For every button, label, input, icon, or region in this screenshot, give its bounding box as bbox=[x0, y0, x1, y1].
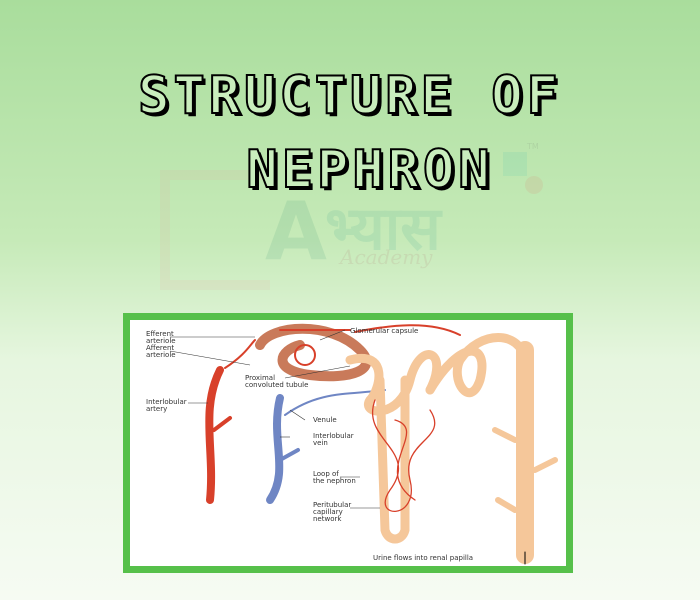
watermark-tm: TM bbox=[527, 142, 539, 151]
label-efferent-1: Efferent bbox=[146, 330, 174, 338]
label-urine: Urine flows into renal papilla bbox=[373, 554, 473, 562]
label-vein-1: Interlobular bbox=[313, 432, 354, 440]
label-efferent-2: arteriole bbox=[146, 337, 176, 345]
loop-of-nephron bbox=[375, 375, 410, 544]
label-vein-2: vein bbox=[313, 439, 328, 447]
label-venule: Venule bbox=[313, 416, 337, 424]
peritubular-network bbox=[372, 399, 436, 512]
label-artery-1: Interlobular bbox=[146, 398, 187, 406]
interlobular-artery bbox=[205, 366, 224, 504]
watermark-script: Academy bbox=[340, 245, 433, 269]
book-icon bbox=[160, 170, 270, 290]
label-proximal-2: convoluted tubule bbox=[245, 381, 308, 389]
watermark-letter: A bbox=[265, 185, 327, 278]
glomerular-capsule bbox=[255, 323, 372, 382]
proximal-tubule bbox=[345, 350, 442, 416]
title-line-1: STRUCTURE OF bbox=[137, 65, 562, 127]
label-loop-2: the nephron bbox=[313, 477, 356, 485]
label-proximal-1: Proximal bbox=[245, 374, 275, 382]
nephron-diagram: Efferent arteriole Afferent arteriole Gl… bbox=[123, 313, 573, 573]
label-peritubular-3: network bbox=[313, 515, 342, 523]
label-afferent-2: arteriole bbox=[146, 351, 176, 359]
title-line-2: NEPHRON bbox=[245, 139, 494, 201]
label-afferent-1: Afferent bbox=[146, 344, 174, 352]
label-peritubular-1: Peritubular bbox=[313, 501, 351, 509]
label-loop-1: Loop of bbox=[313, 470, 339, 478]
interlobular-vein bbox=[266, 394, 284, 504]
label-artery-2: artery bbox=[146, 405, 167, 413]
label-glomerular: Glomerular capsule bbox=[350, 327, 418, 335]
watermark-hindi: भ्यास bbox=[325, 194, 441, 264]
square-icon bbox=[503, 152, 527, 176]
label-peritubular-2: capillary bbox=[313, 508, 343, 516]
circle-icon bbox=[525, 176, 543, 194]
